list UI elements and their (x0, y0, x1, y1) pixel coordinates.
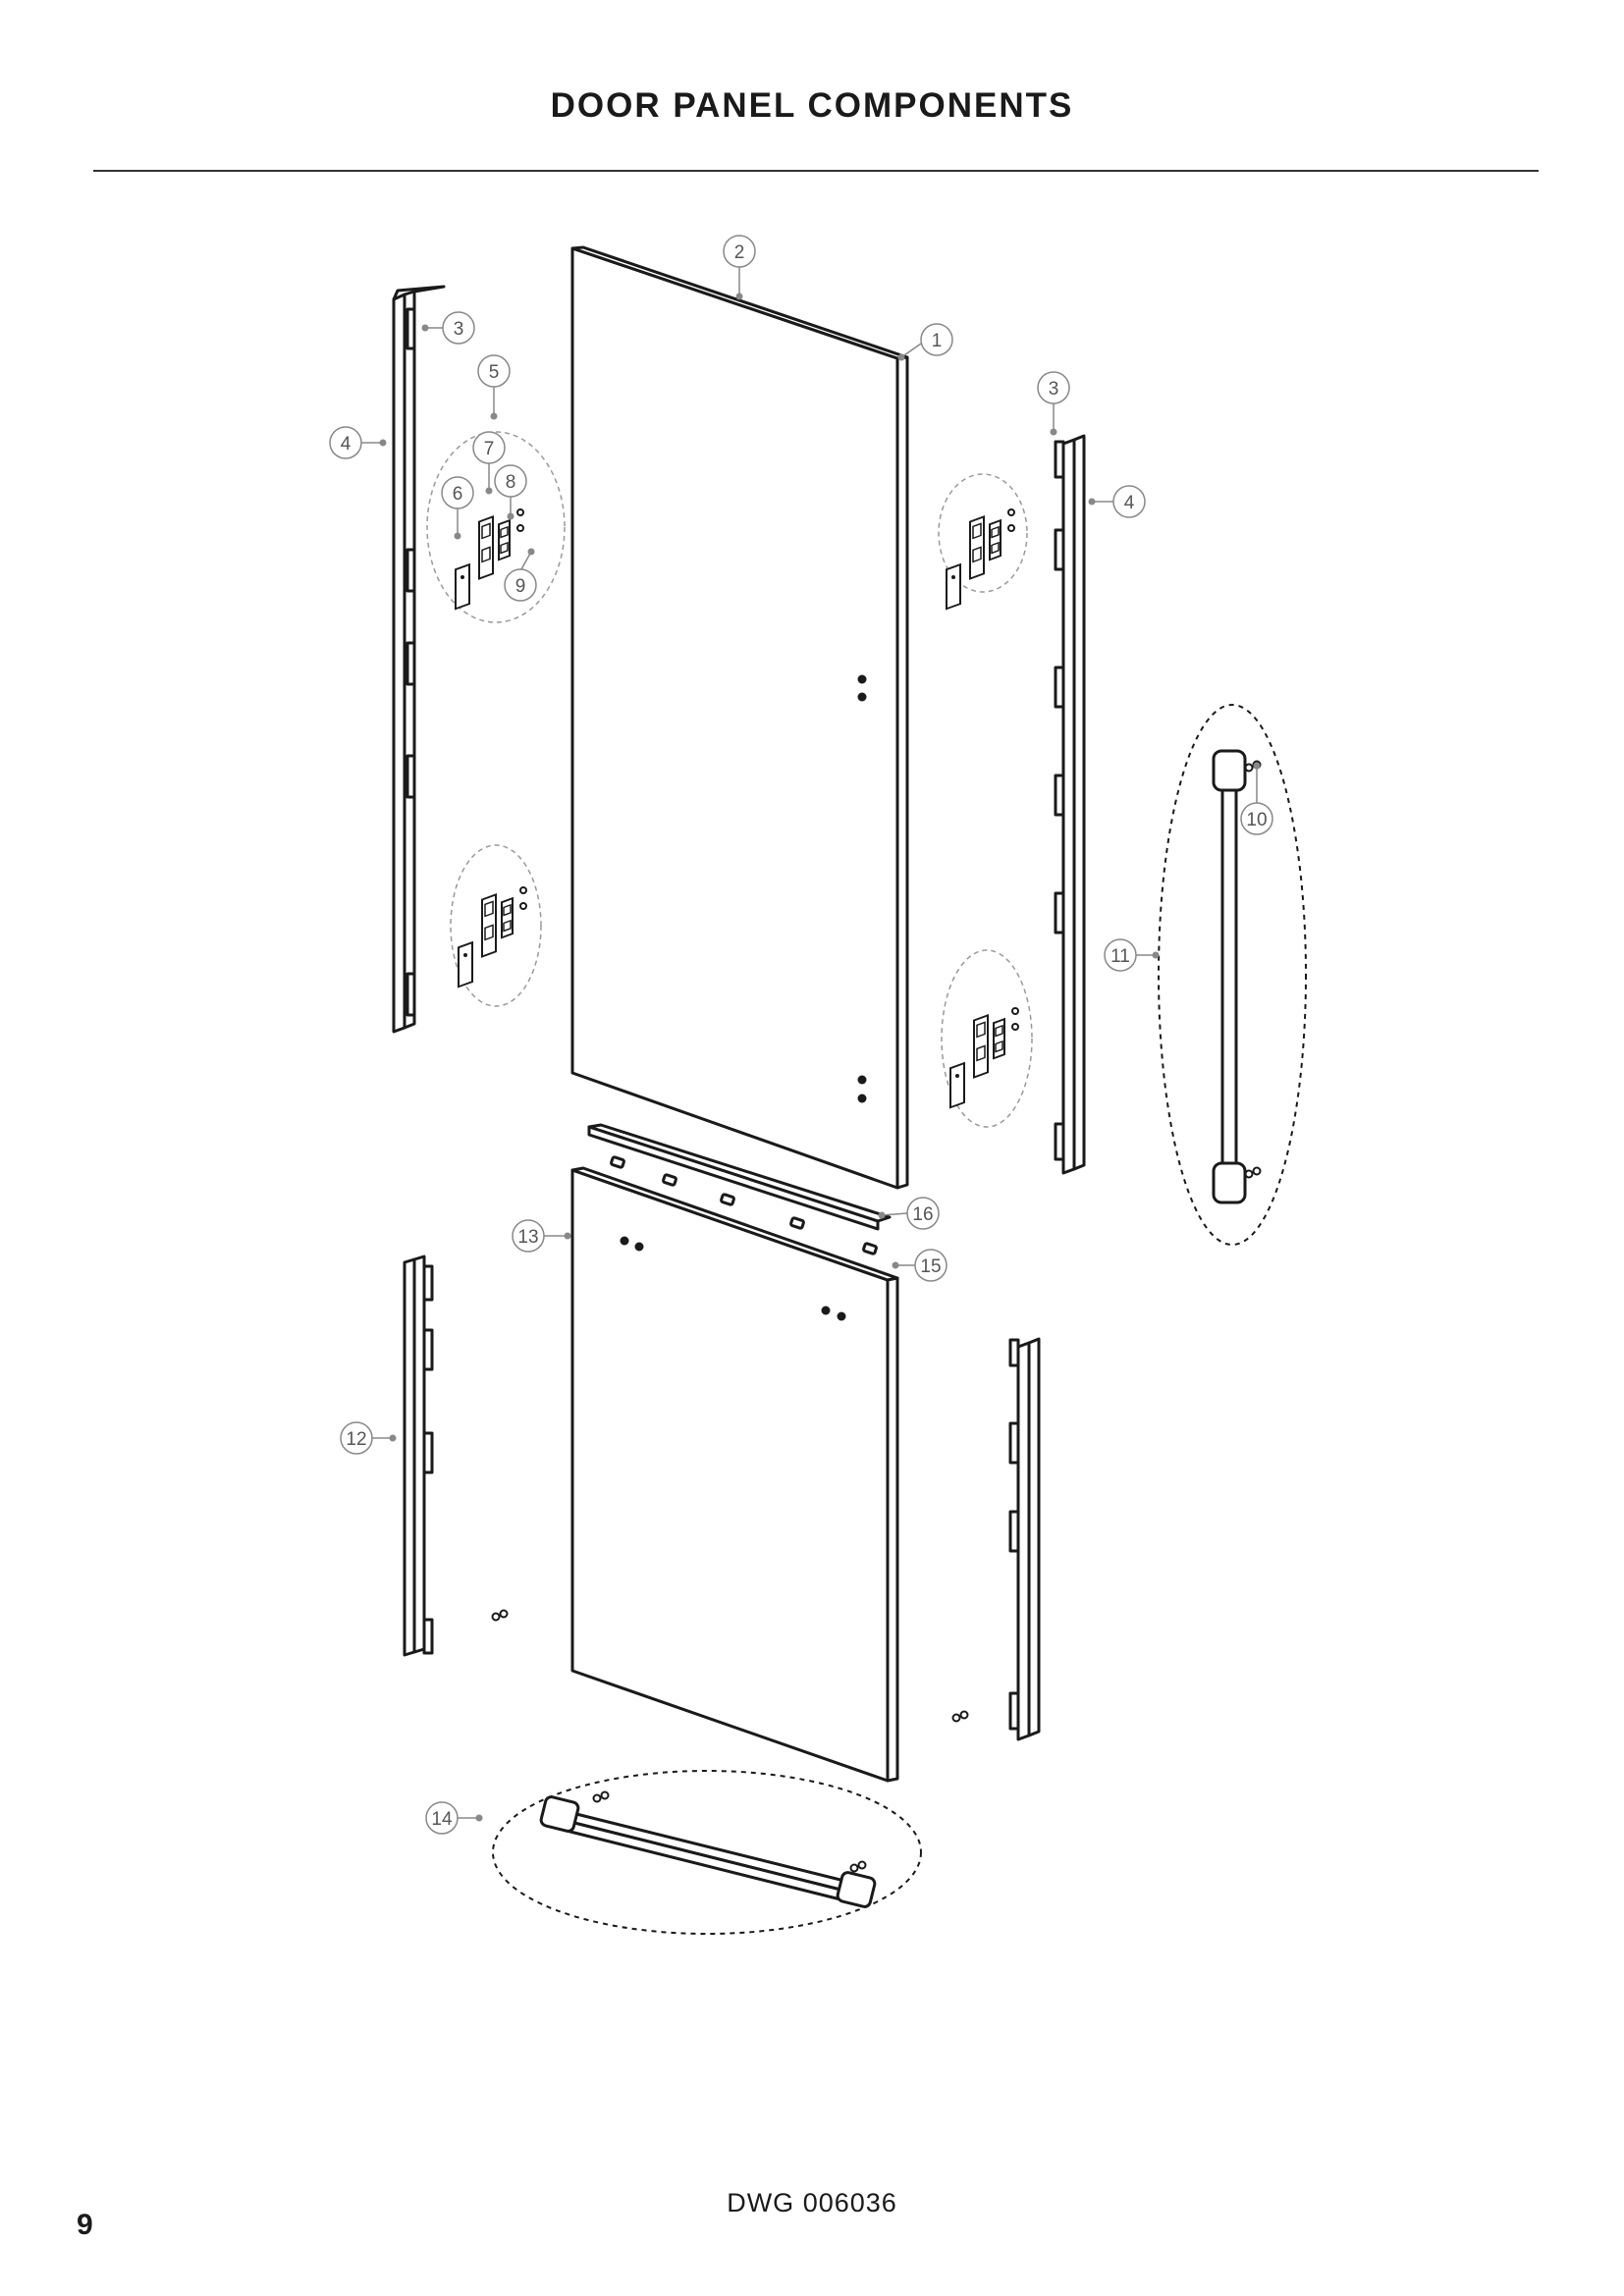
callout-label-1: 1 (932, 331, 943, 351)
callout-label-2: 2 (734, 242, 745, 263)
callout-14: 14 (425, 1801, 483, 1835)
callout-9: 9 (504, 548, 537, 602)
horizontal-handle (492, 1770, 922, 1935)
callout-label-3a: 3 (454, 319, 464, 340)
callout-3b: 3 (1037, 371, 1070, 436)
upper-right-side-bracket (1054, 434, 1086, 1175)
title-divider (93, 170, 1539, 172)
page-title: DOOR PANEL COMPONENTS (550, 86, 1074, 125)
hinge-kit-upper-right (938, 473, 1028, 611)
vertical-handle (1158, 704, 1307, 1246)
callout-13: 13 (512, 1219, 571, 1253)
lower-left-side-bracket (403, 1255, 509, 1657)
drawing-number: DWG 006036 (727, 2188, 897, 2217)
lower-door-panel (570, 1166, 899, 1783)
upper-door-panel (570, 245, 909, 1190)
callout-4a: 4 (329, 426, 387, 459)
callout-label-4a: 4 (341, 434, 352, 454)
callout-label-7: 7 (484, 439, 495, 459)
callout-label-10: 10 (1246, 810, 1267, 830)
hinge-kit-lower-right (941, 949, 1033, 1128)
callout-label-3b: 3 (1049, 379, 1059, 400)
callout-8: 8 (494, 464, 527, 520)
hinge-kit-lower-left (450, 844, 542, 1007)
upper-left-side-bracket (392, 285, 446, 1034)
callout-label-11: 11 (1110, 946, 1130, 967)
callout-label-13: 13 (517, 1227, 538, 1248)
spacer-strip (587, 1123, 892, 1255)
callout-2: 2 (723, 235, 756, 300)
callout-4b: 4 (1088, 485, 1146, 518)
callout-7: 7 (472, 431, 506, 495)
callout-label-5: 5 (489, 362, 500, 383)
callout-5: 5 (477, 354, 511, 420)
callout-label-14: 14 (431, 1809, 453, 1830)
callout-label-15: 15 (920, 1256, 941, 1277)
callout-6: 6 (441, 476, 474, 540)
callout-16: 16 (878, 1197, 940, 1230)
callout-12: 12 (340, 1421, 397, 1455)
callout-10: 10 (1240, 762, 1273, 835)
callout-label-12: 12 (346, 1429, 366, 1450)
hinge-kit-upper-left (426, 431, 566, 623)
callout-label-9: 9 (515, 576, 526, 597)
callout-11: 11 (1104, 938, 1160, 972)
callout-15: 15 (892, 1249, 947, 1282)
callouts: 2 1 3 5 4 7 (329, 235, 1273, 1835)
lower-right-side-bracket (951, 1337, 1041, 1741)
callout-3a: 3 (421, 311, 475, 345)
page-number: 9 (77, 2209, 93, 2241)
callout-label-4b: 4 (1124, 493, 1135, 513)
callout-label-8: 8 (506, 472, 516, 493)
callout-1: 1 (897, 323, 953, 361)
callout-label-6: 6 (453, 484, 463, 505)
callout-label-16: 16 (912, 1204, 933, 1225)
